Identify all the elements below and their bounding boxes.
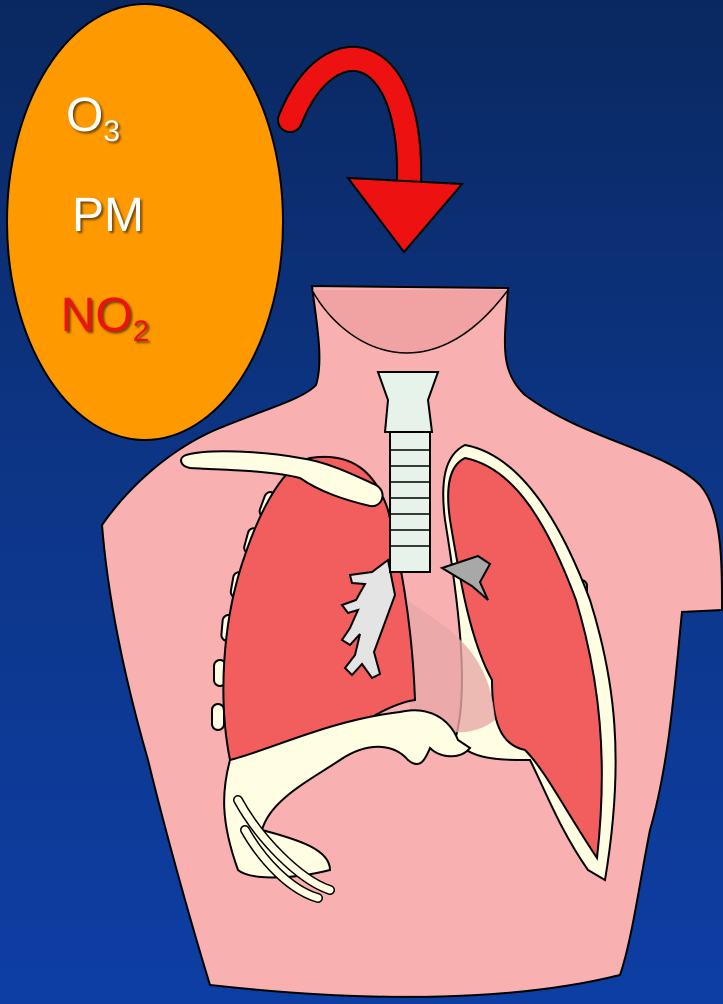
curved-down-arrow-icon [290, 59, 462, 252]
label-no2: NO2 [20, 292, 190, 340]
label-o3: O3 [8, 92, 178, 140]
label-pm: PM [23, 192, 193, 240]
